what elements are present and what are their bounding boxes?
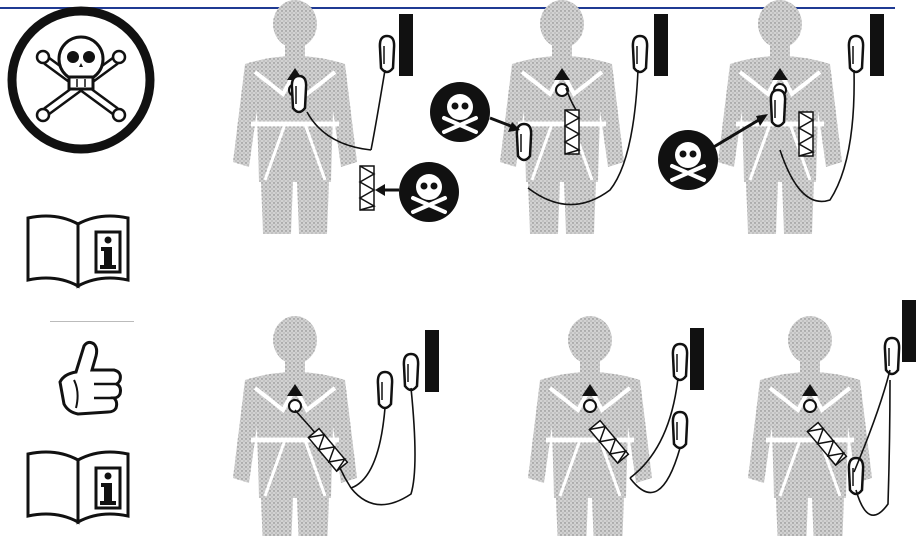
incorrect-panel-2 <box>420 0 680 235</box>
manual-info-icon <box>24 452 134 524</box>
thumbs-up-sign <box>54 340 126 420</box>
correct-panel-3 <box>740 300 918 536</box>
skull-crossbones-icon <box>6 5 156 155</box>
manual-info-icon-bottom <box>24 452 134 524</box>
manual-info-icon-top <box>24 216 134 288</box>
correct-panel-2 <box>520 318 720 536</box>
incorrect-panel-3 <box>650 0 900 235</box>
no-hazard-sign <box>6 5 156 155</box>
thumbs-up-icon <box>54 340 126 420</box>
section-divider <box>50 321 134 322</box>
manual-info-icon <box>24 216 134 288</box>
correct-panel-1 <box>225 318 455 536</box>
